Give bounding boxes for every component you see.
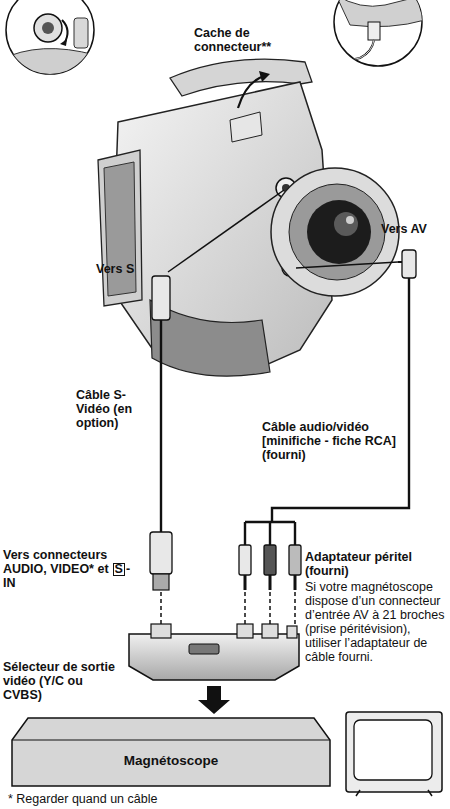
s-video-cable [160, 592, 162, 624]
s-video-cable [150, 190, 284, 624]
detail-inset [336, 0, 425, 62]
camera-lens [271, 168, 399, 296]
detail-inset [74, 18, 88, 48]
s-video-cable [150, 532, 172, 574]
s-symbol: S [113, 563, 125, 576]
vcr-label: Magnétoscope [10, 752, 332, 770]
s-video-cable [153, 574, 169, 590]
detail-inset [340, 40, 374, 62]
camcorder-body [259, 71, 270, 82]
detail-inset [0, 49, 95, 80]
adapter-block: Sélecteur de sortie vidéo (Y/C ou CVBS) [3, 622, 303, 714]
camera-lens [271, 168, 399, 296]
s-video-cable [160, 320, 162, 532]
adapter-body [287, 626, 297, 638]
av-cable [239, 545, 251, 575]
av-cable [296, 262, 398, 268]
detail-inset [334, 0, 425, 66]
adapter-heading: Adaptateur péritel (fourni) [305, 550, 447, 578]
connector-label: Vers connecteurs AUDIO, VIDEO* etS-IN [3, 548, 131, 590]
connector-label: Vers connecteurs AUDIO, VIDEO* et [3, 548, 109, 576]
adapter-body [189, 644, 219, 654]
adapter-body [151, 624, 171, 638]
television [354, 720, 432, 780]
camera-lens [346, 216, 354, 224]
s-video-cable [152, 276, 170, 320]
vcr-outline [12, 740, 330, 741]
adapter-note: Si votre magnétoscope dispose d’un conne… [305, 580, 447, 664]
s-video-cable [168, 190, 284, 272]
detail-inset [0, 14, 95, 80]
television [356, 790, 432, 796]
av-cable [402, 250, 416, 278]
adapter-body [125, 622, 303, 684]
callout-label: Vers AV [381, 222, 447, 236]
vcr-outline [10, 716, 332, 788]
av-cable [245, 575, 295, 590]
adapter-body [129, 634, 299, 680]
callout-label: Vers S [96, 262, 156, 276]
detail-inset [60, 39, 67, 46]
selector-label: Sélecteur de sortie vidéo (Y/C ou CVBS) [3, 660, 121, 702]
av-cable [398, 261, 402, 263]
flow-arrow [198, 686, 230, 714]
television [346, 712, 442, 796]
cable-label: Câble S-Vidéo (en option) [76, 388, 158, 430]
camera-lens [307, 200, 371, 264]
detail-inset [340, 40, 374, 62]
adapter-body [237, 624, 253, 638]
callout-label: Cache de connecteur** [194, 26, 294, 54]
vcr-box: Magnétoscope [10, 716, 332, 788]
camcorder-body [238, 76, 264, 108]
av-cable [272, 278, 409, 522]
camera-lens [334, 212, 358, 236]
detail-inset [0, 0, 95, 80]
camcorder-body [230, 112, 262, 142]
detail-inset [34, 14, 62, 42]
adapter-body [262, 624, 278, 638]
vcr-outline [12, 718, 330, 786]
footnote: * Regarder quand un câble [8, 792, 308, 806]
av-cable [245, 592, 295, 624]
av-cable [245, 522, 295, 545]
camcorder-body [98, 150, 142, 306]
detail-inset [368, 22, 380, 40]
television [346, 712, 442, 792]
flow-arrow [198, 686, 230, 714]
av-cable [289, 545, 301, 575]
cable-label: Câble audio/vidéo [minifiche - fiche RCA… [262, 420, 402, 462]
detail-inset [42, 22, 54, 34]
av-cable [264, 545, 276, 575]
